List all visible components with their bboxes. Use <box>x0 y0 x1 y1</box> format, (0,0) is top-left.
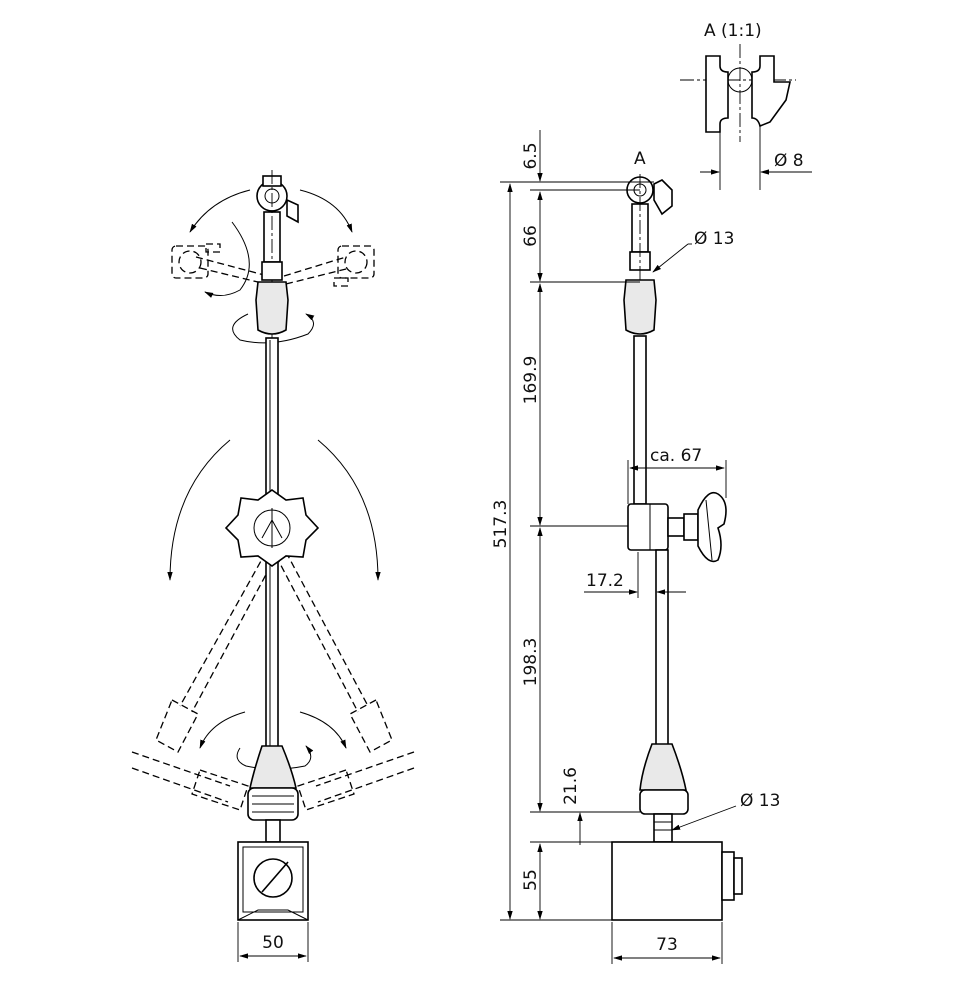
dim-upper-arm-label: 169.9 <box>521 356 541 405</box>
dim-swivel-label: 66 <box>521 225 541 247</box>
front-base-width-label: 50 <box>262 933 284 953</box>
arm-alt-positions <box>131 551 415 811</box>
dia-lower-leader: Ø 13 <box>671 791 780 831</box>
dim-chain: 6.5 66 169.9 198.3 21.6 55 517.3 <box>491 130 654 921</box>
side-arm-head <box>623 279 657 335</box>
side-upper-rod <box>633 335 647 505</box>
magnetic-base-side <box>611 841 743 921</box>
detail-label: A (1:1) <box>704 21 762 41</box>
dim-clamp-offset: 17.2 <box>584 552 686 598</box>
lower-head <box>247 745 299 843</box>
detail-view: A (1:1) Ø 8 <box>680 21 812 190</box>
side-base-width-label: 73 <box>656 935 678 955</box>
dim-total-height-label: 517.3 <box>491 500 511 549</box>
side-top-clamp <box>626 174 673 282</box>
dia-upper-leader: Ø 13 <box>652 229 734 273</box>
side-middle-clamp <box>627 491 727 563</box>
swivel-clamp <box>256 170 299 340</box>
front-view: 50 <box>131 170 415 962</box>
dia-lower-label: Ø 13 <box>740 791 780 811</box>
detail-diameter-label: Ø 8 <box>774 151 804 171</box>
dim-reach: ca. 67 <box>627 446 727 504</box>
dim-base-height-label: 55 <box>521 869 541 891</box>
section-marker: A <box>634 149 646 169</box>
swivel-alt-positions <box>171 243 375 287</box>
magnetic-base-front <box>237 841 309 921</box>
dim-clamp-label: 17.2 <box>586 571 624 591</box>
side-lower-rod <box>655 549 669 747</box>
center-knob <box>224 489 320 567</box>
side-view: A <box>491 130 780 964</box>
dia-upper-label: Ø 13 <box>694 229 734 249</box>
dim-lower-arm-label: 198.3 <box>521 638 541 687</box>
dim-front-base-width: 50 <box>237 922 309 962</box>
dim-side-base-width: 73 <box>611 922 723 964</box>
arm-head <box>255 281 289 335</box>
dim-reach-label: ca. 67 <box>650 446 702 466</box>
side-lower-head <box>639 743 689 843</box>
dim-collar-label: 21.6 <box>561 767 581 805</box>
dim-top-label: 6.5 <box>521 142 541 169</box>
